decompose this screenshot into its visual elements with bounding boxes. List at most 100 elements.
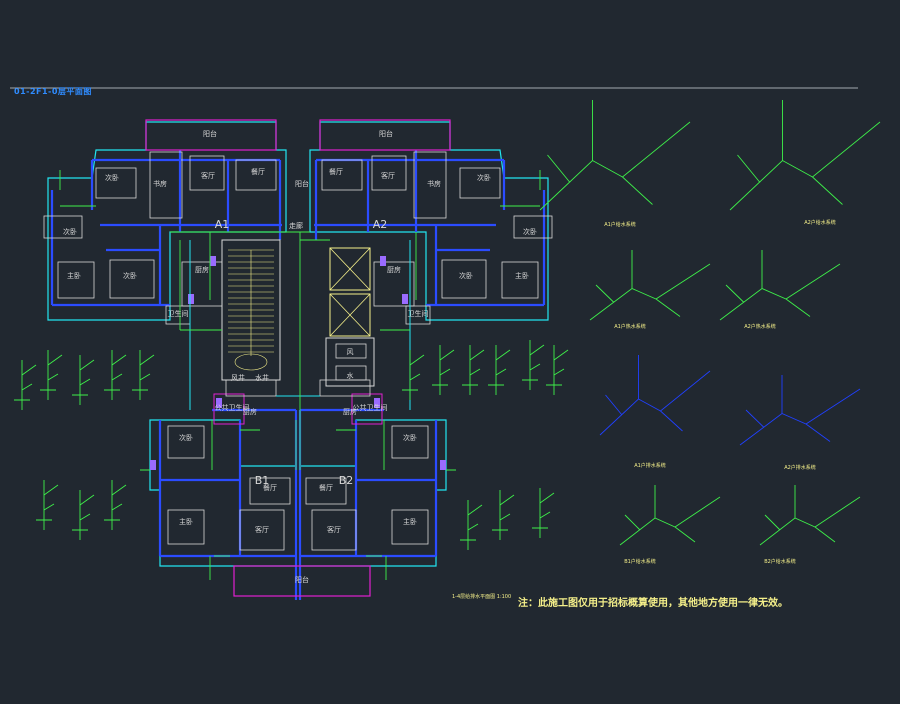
riser-diagram: [402, 350, 425, 400]
room-label: 客厅: [255, 525, 269, 534]
room-label: 次卧: [123, 271, 137, 280]
riser-diagram: [36, 480, 59, 530]
room-label: 公共卫生间: [215, 403, 250, 412]
riser-diagram: [72, 355, 95, 405]
unit-label-a2: A2: [373, 218, 388, 231]
axo-caption: A2户排水系统: [784, 464, 816, 471]
axonometric-pipe: [589, 250, 711, 321]
plan-pipe: [211, 420, 385, 470]
room-label: 阳台: [379, 129, 393, 138]
room-label: 次卧: [523, 227, 537, 236]
room-label: 餐厅: [263, 483, 277, 492]
riser-diagram: [14, 360, 37, 410]
room-label: 厨房: [243, 407, 257, 416]
plan-pipe: [59, 170, 541, 207]
room-label: 主卧: [67, 271, 81, 280]
disclaimer-note: 注：此施工图仅用于招标概算使用，其他地方使用一律无效。: [518, 598, 788, 609]
room-labels: 阳台阳台客厅餐厅客厅餐厅次卧次卧书房书房次卧次卧主卧次卧主卧次卧厨房厨房卫生间卫…: [63, 129, 537, 584]
room-label: 主卧: [403, 517, 417, 526]
riser-diagram: [522, 340, 545, 390]
room-label: 书房: [153, 179, 167, 188]
axo-diagrams: [539, 100, 881, 546]
room-label: 客厅: [201, 171, 215, 180]
room-label: 厨房: [195, 265, 209, 274]
axonometric-pipe: [739, 375, 861, 446]
room-label: 次卧: [105, 173, 119, 182]
plan-caption: 1-4层给排水平面图 1:100: [452, 594, 512, 600]
room-label: 次卧: [403, 433, 417, 442]
a2-walls: [314, 150, 546, 307]
riser-diagram: [40, 350, 63, 400]
elevator-1: [329, 247, 371, 291]
axo-caption: A2户给水系统: [804, 219, 836, 226]
axonometric-pipe: [729, 100, 881, 211]
plan-pipe: [170, 231, 417, 420]
unit-label-b2: B2: [339, 474, 354, 487]
room-label: 客厅: [327, 525, 341, 534]
plan-pipes: [59, 170, 541, 580]
plan-pipe: [140, 420, 456, 471]
b-balcony: [233, 565, 371, 597]
room-label: 水: [347, 371, 354, 380]
room-label: 书房: [427, 179, 441, 188]
room-label: 次卧: [477, 173, 491, 182]
plan-pipe: [180, 239, 410, 331]
room-label: 餐厅: [319, 483, 333, 492]
lower-plan: [149, 379, 447, 600]
room-label: 主卧: [515, 271, 529, 280]
a1-walls: [50, 150, 282, 307]
room-label: 次卧: [179, 433, 193, 442]
room-label: 厨房: [343, 407, 357, 416]
room-label: 餐厅: [329, 167, 343, 176]
unit-label-b1: B1: [255, 474, 270, 487]
riser-diagrams: [14, 340, 569, 550]
room-label: 走廊: [289, 221, 303, 230]
a1-balcony: [145, 119, 277, 151]
room-label: 客厅: [381, 171, 395, 180]
riser-diagram: [104, 350, 127, 400]
room-label: 次卧: [63, 227, 77, 236]
axonometric-pipe: [539, 100, 691, 211]
axo-caption: A1户排水系统: [634, 462, 666, 469]
room-label: 次卧: [459, 271, 473, 280]
room-label: 餐厅: [251, 167, 265, 176]
axonometric-pipe: [719, 250, 841, 321]
room-label: 卫生间: [168, 309, 189, 318]
elevator-2: [329, 293, 371, 337]
plan-pipe: [209, 555, 387, 580]
axonometric-pipe: [619, 485, 721, 546]
room-label: 主卧: [179, 517, 193, 526]
axo-caption: A1户热水系统: [614, 323, 646, 330]
riser-diagram: [488, 345, 511, 395]
room-label: 水井: [255, 373, 269, 382]
riser-diagram: [460, 500, 483, 550]
axo-caption: B2户给水系统: [764, 558, 796, 565]
unit-label-a1: A1: [215, 218, 230, 231]
room-label: 阳台: [203, 129, 217, 138]
riser-diagram: [72, 490, 95, 540]
stair-treads: [228, 249, 274, 371]
sheet-title: 01-2F1-0层平面图: [14, 87, 92, 96]
axonometric-pipe: [759, 485, 861, 546]
riser-diagram: [546, 345, 569, 395]
riser-diagram: [132, 350, 155, 400]
stair-landing: [234, 353, 268, 371]
room-label: 卫生间: [408, 309, 429, 318]
riser-diagram: [462, 345, 485, 395]
riser-diagram: [492, 490, 515, 540]
riser-diagram: [432, 345, 455, 395]
riser-diagram: [532, 488, 555, 538]
upper-plan: [43, 119, 553, 387]
room-label: 厨房: [387, 265, 401, 274]
axonometric-pipe: [599, 355, 711, 436]
room-label: 风: [347, 348, 354, 356]
room-label: 阳台: [295, 575, 309, 584]
axo-caption: B1户给水系统: [624, 558, 656, 565]
room-label: 风井: [231, 373, 245, 382]
room-label: 公共卫生间: [353, 403, 388, 412]
a2-balcony: [319, 119, 451, 151]
axo-caption: A1户给水系统: [604, 221, 636, 228]
